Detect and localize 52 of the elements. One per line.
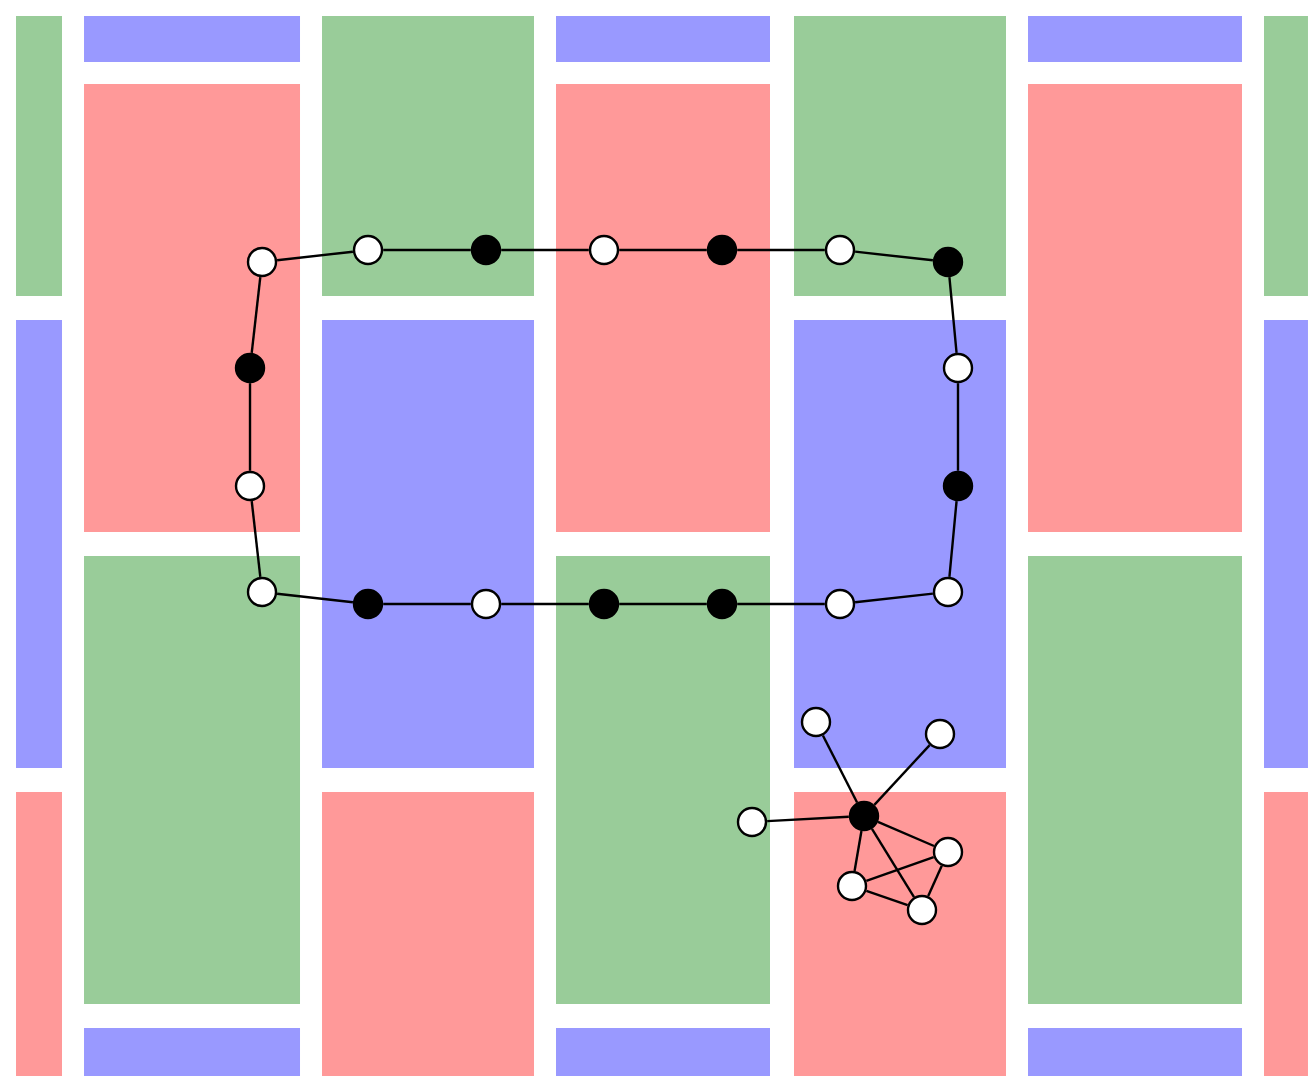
edge-line <box>865 855 935 883</box>
edge-line <box>619 248 707 252</box>
filled-vertex <box>932 246 964 278</box>
edge-line <box>873 744 931 806</box>
edge-line <box>956 383 960 471</box>
edge-line <box>276 592 354 604</box>
edge-line <box>948 277 958 353</box>
edge-line <box>927 865 943 897</box>
vertex-circle <box>352 234 384 266</box>
vertex-circle <box>736 806 768 838</box>
vertex-circle <box>932 836 964 868</box>
vertex-circle <box>234 470 266 502</box>
edge-line <box>501 248 589 252</box>
edge-line <box>737 602 825 606</box>
filled-vertex <box>470 234 502 266</box>
filled-vertex <box>706 234 738 266</box>
filled-vertex <box>706 588 738 620</box>
edge-line <box>854 250 934 262</box>
vertex-circle <box>836 870 868 902</box>
edge-line <box>877 820 935 848</box>
edge-line <box>383 248 471 252</box>
vertex-circle <box>246 576 278 608</box>
filled-vertex <box>352 588 384 620</box>
edge-line <box>619 602 707 606</box>
vertex-circle <box>906 894 938 926</box>
filled-vertex <box>588 588 620 620</box>
edge-line <box>821 734 859 803</box>
filled-vertex <box>942 470 974 502</box>
edge-line <box>276 250 354 262</box>
vertex-circle <box>824 588 856 620</box>
vertex-circle <box>924 718 956 750</box>
edge-line <box>383 602 471 606</box>
vertex-circle <box>932 576 964 608</box>
vertex-circle <box>942 352 974 384</box>
edge-line <box>250 500 262 577</box>
vertex-circle <box>588 234 620 266</box>
edge-line <box>737 248 825 252</box>
edge-line <box>866 889 908 907</box>
filled-vertex <box>234 352 266 384</box>
edge-line <box>767 815 849 823</box>
edge-line <box>248 383 252 471</box>
edge-line <box>501 602 589 606</box>
edge-line <box>250 276 262 353</box>
vertex-circle <box>246 246 278 278</box>
edge-line <box>948 501 958 577</box>
vertex-circle <box>800 706 832 738</box>
vertex-circle <box>824 234 856 266</box>
vertex-circle <box>470 588 502 620</box>
edge-line <box>870 828 916 898</box>
filled-vertex <box>848 800 880 832</box>
edge-line <box>853 830 863 872</box>
edge-line <box>854 592 934 604</box>
